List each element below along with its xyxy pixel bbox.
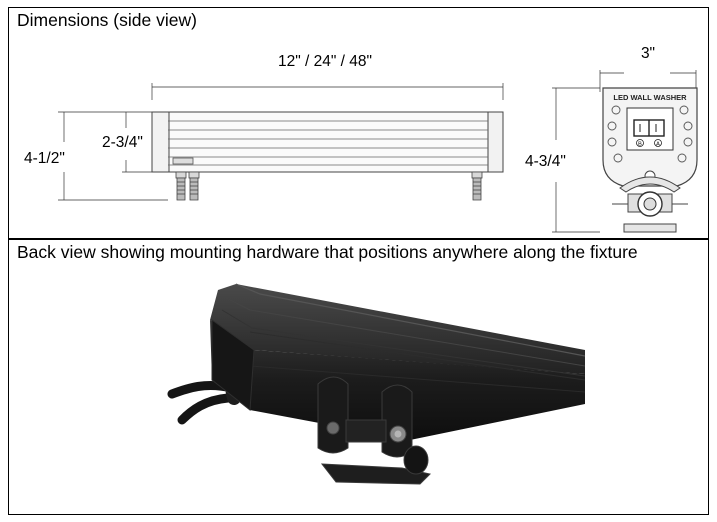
end-mark-a: A	[656, 142, 660, 148]
fixture-body-back	[210, 283, 586, 440]
end-mark-b: B	[638, 142, 642, 148]
length-label: 12" / 24" / 48"	[278, 53, 372, 70]
end-plate-text: LED WALL WASHER	[613, 93, 687, 102]
side-view-drawing: 12" / 24" / 48" 4-1/2" 2-3/4"	[24, 45, 698, 233]
fixture-end-view: LED WALL WASHER B A	[602, 87, 698, 233]
cable-gland-left	[175, 171, 200, 201]
fixture-side-body	[151, 111, 504, 173]
total-height-label: 4-1/2"	[24, 150, 65, 167]
cable-gland-right	[471, 171, 483, 201]
section-divider	[8, 238, 709, 240]
mounting-bracket	[317, 376, 432, 485]
end-width-label: 3"	[641, 45, 655, 62]
back-view-title: Back view showing mounting hardware that…	[17, 242, 638, 262]
side-view-title: Dimensions (side view)	[17, 10, 197, 30]
page-frame	[8, 7, 709, 515]
end-height-label: 4-3/4"	[525, 153, 566, 170]
body-height-label: 2-3/4"	[102, 134, 143, 151]
back-view-illustration	[167, 283, 586, 485]
